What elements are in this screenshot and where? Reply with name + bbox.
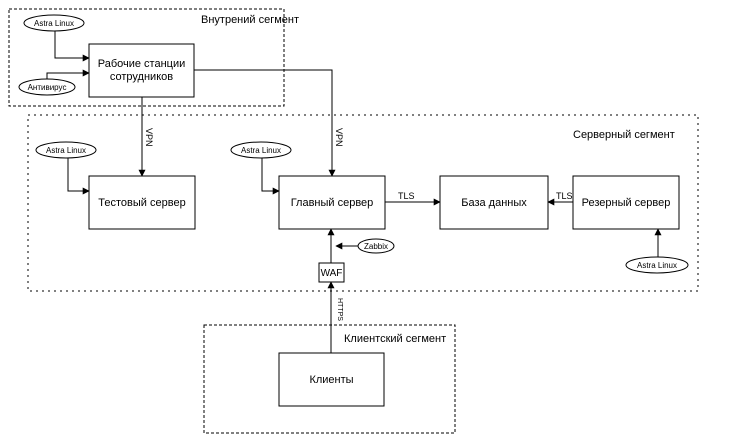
zabbix-tag: Zabbix [357,238,395,254]
antivirus-tag: Антивирус [18,78,76,96]
astra-linux-tag-workstations: Astra Linux [23,14,85,32]
reserve-server-label: Резерный сервер [582,197,671,209]
client-segment [203,324,456,434]
workstations-label-1: Рабочие станции [98,58,186,70]
database-node: База данных [439,175,549,230]
edge-label-vpn-test: VPN [144,128,154,147]
client-segment-label: Клиентский сегмент [344,333,446,345]
edge-antivirus-to-workstations [46,69,90,79]
astra-test-label: Astra Linux [46,146,86,155]
edge-astra-to-test [67,157,90,195]
astra-linux-tag-main: Astra Linux [230,141,292,159]
edge-label-https: HTTPS [336,298,343,321]
edge-workstations-to-main [194,69,336,177]
test-server-node: Тестовый сервер [88,175,196,230]
reserve-server-node: Резерный сервер [572,175,680,230]
main-server-label: Главный сервер [291,197,374,209]
antivirus-label: Антивирус [28,83,67,92]
database-label: База данных [461,197,527,209]
astra-ws-label: Astra Linux [34,19,74,28]
astra-main-label: Astra Linux [241,146,281,155]
waf-node: WAF [318,262,345,283]
edge-astra-to-main [261,157,280,195]
server-segment [27,114,699,292]
internal-segment-label: Внутрений сегмент [201,14,299,26]
clients-label: Клиенты [309,374,353,386]
astra-reserve-label: Astra Linux [637,261,677,270]
internal-segment [8,8,285,107]
workstations-node: Рабочие станции сотрудников [88,43,195,98]
edge-label-tls-db: TLS [398,191,415,201]
workstations-label-2: сотрудников [110,71,173,83]
main-server-node: Главный сервер [278,175,386,230]
astra-linux-tag-reserve: Astra Linux [625,256,689,274]
test-server-label: Тестовый сервер [98,197,185,209]
edge-label-vpn-main: VPN [334,128,344,147]
edge-label-tls-reserve: TLS [556,191,573,201]
clients-node: Клиенты [278,352,385,407]
astra-linux-tag-test: Astra Linux [35,141,97,159]
waf-label: WAF [321,268,343,279]
server-segment-label: Серверный сегмент [573,129,675,141]
zabbix-label: Zabbix [364,242,388,251]
edge-astra-to-workstations [54,31,90,62]
